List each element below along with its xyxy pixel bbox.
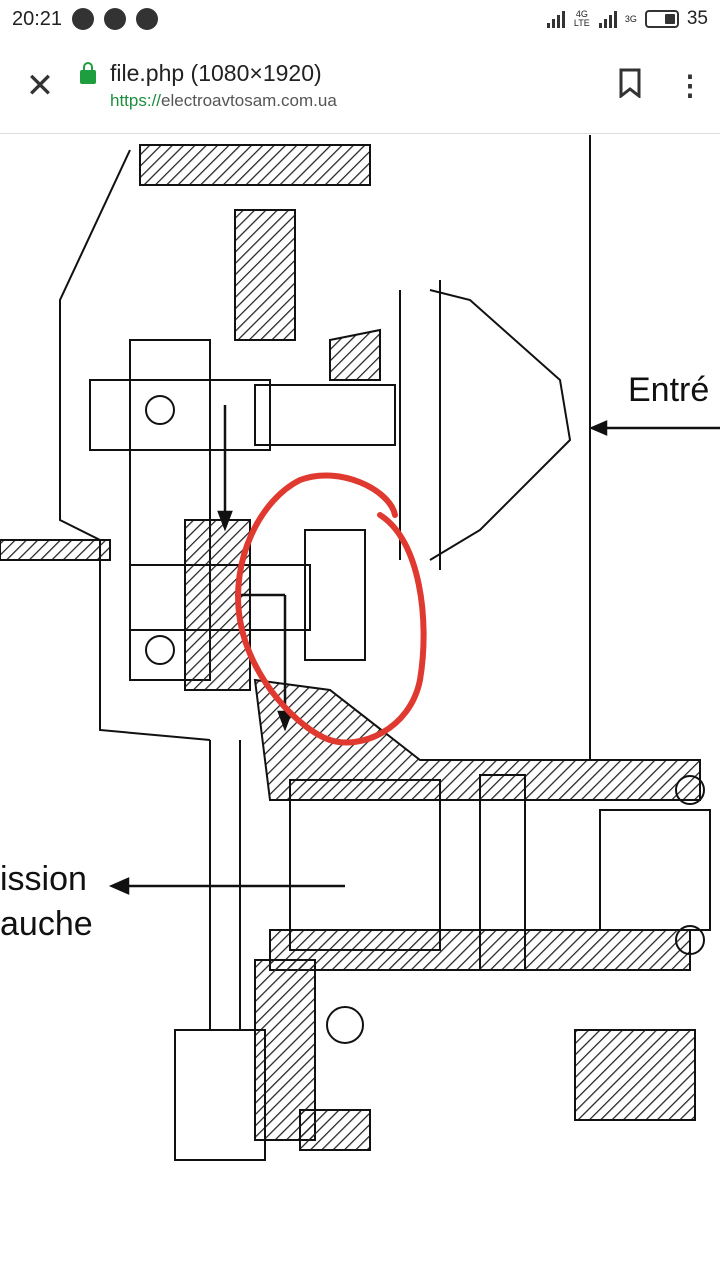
close-button[interactable]: ✕	[25, 66, 55, 105]
label-gauche: auche	[0, 905, 93, 943]
url-host: electroavtosam.com.ua	[161, 91, 337, 110]
message-icon	[72, 8, 95, 30]
page-info[interactable]: file.php (1080×1920) https://electroavto…	[110, 60, 600, 111]
bookmark-icon	[619, 68, 641, 100]
status-bar: 20:21 4G LTE 3G 35	[0, 0, 720, 38]
battery-level: 35	[686, 8, 708, 29]
lock-icon	[80, 61, 96, 84]
battery-icon	[644, 10, 679, 28]
red-highlight-circle	[235, 472, 427, 746]
more-options-button[interactable]: ⋮	[676, 70, 704, 101]
viber-icon	[136, 8, 159, 30]
browser-toolbar: ✕ file.php (1080×1920) https://electroav…	[0, 38, 720, 134]
transmission-drawing	[0, 135, 720, 1161]
chrome-icon	[104, 8, 127, 30]
diagram-image: Entré ission auche	[0, 135, 720, 1280]
signal-icon-2	[598, 10, 617, 28]
page-url: https://electroavtosam.com.ua	[110, 91, 600, 111]
clock: 20:21	[12, 7, 63, 30]
network-type-3g: 3G	[624, 13, 637, 24]
label-transmission: ission	[0, 860, 87, 898]
network-type-4g: 4G LTE	[573, 9, 590, 28]
label-entry: Entré	[628, 371, 710, 409]
signal-icon	[546, 10, 565, 28]
page-title: file.php (1080×1920)	[110, 60, 322, 86]
bookmark-button[interactable]	[600, 68, 660, 103]
url-scheme: https://	[110, 91, 162, 110]
